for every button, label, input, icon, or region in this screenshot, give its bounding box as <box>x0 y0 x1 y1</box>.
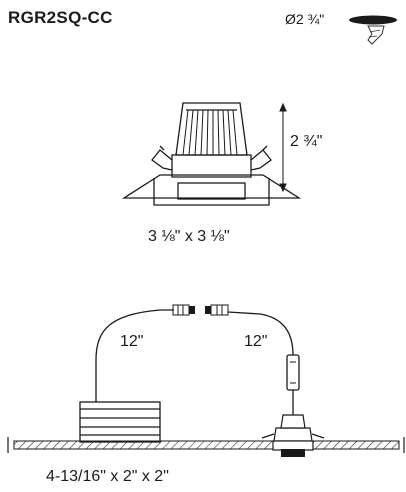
ceiling-section-drawing <box>7 414 405 457</box>
height-dimension-line <box>279 102 287 193</box>
ceiling-cutout-icon <box>349 15 397 45</box>
cutout-diameter-label: Ø2 ¾" <box>285 11 325 27</box>
junction-box-drawing <box>79 401 161 443</box>
model-title: RGR2SQ-CC <box>8 8 113 27</box>
driver-icon <box>286 354 300 391</box>
connector-icon <box>172 304 229 316</box>
recessed-fixture-drawing <box>121 102 302 206</box>
right-lead-length-label: 12" <box>244 333 268 350</box>
trim-size-label: 3 ⅛" x 3 ⅛" <box>148 228 230 245</box>
fixture-height-label: 2 ¾" <box>290 133 323 150</box>
left-lead-length-label: 12" <box>120 333 144 350</box>
wiring-drawing <box>95 309 294 415</box>
junction-box-size-label: 4-13/16" x 2" x 2" <box>46 468 169 485</box>
